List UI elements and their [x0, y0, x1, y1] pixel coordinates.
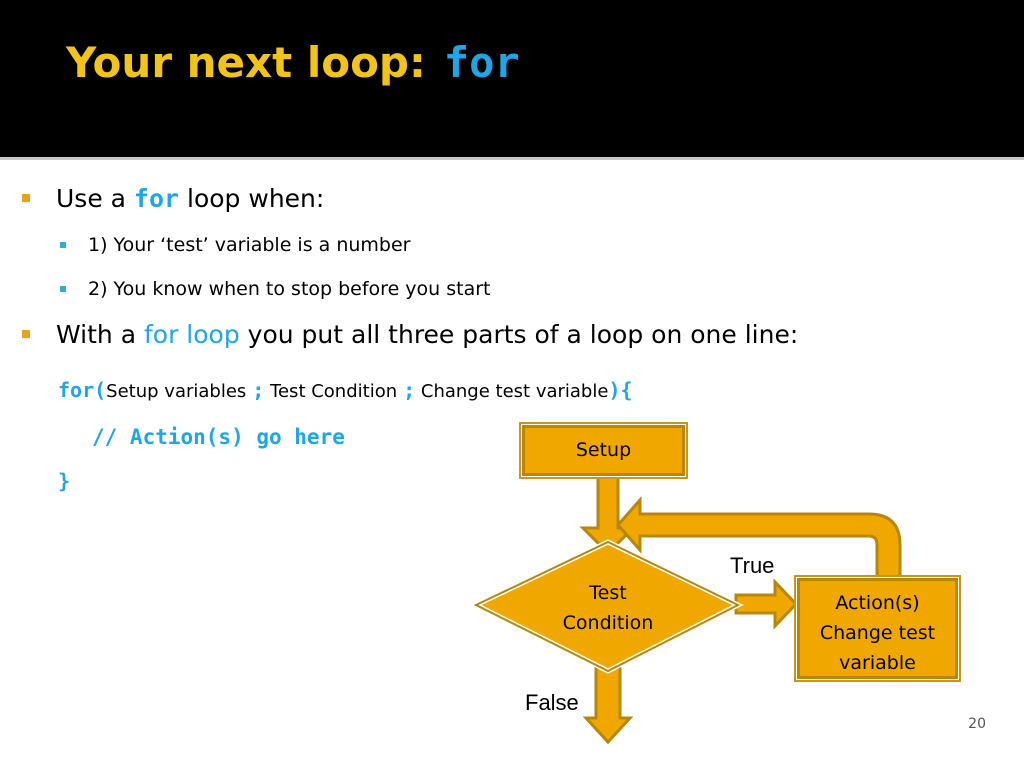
title-bar: Your next loop: for: [0, 0, 1024, 157]
bullet-keyword: for: [133, 184, 180, 213]
sub-bullet-text: 1) Your ‘test’ variable is a number: [88, 234, 411, 256]
code-semicolon: ;: [403, 378, 416, 402]
code-close-brace: }: [58, 469, 71, 493]
sub-bullet-text: 2) You know when to stop before you star…: [88, 278, 491, 300]
flow-condition-line: Condition: [562, 612, 654, 634]
code-line-close: }: [58, 471, 70, 491]
square-bullet-icon: [22, 330, 30, 338]
bullet-prefix: With a: [56, 320, 144, 349]
flow-action-line: Action(s): [835, 592, 920, 614]
flow-action-line: Change test: [819, 622, 936, 644]
code-condition-part: Test Condition: [264, 381, 398, 402]
arrow-loop-back: [616, 496, 902, 580]
bullet-with-for: With a for loop you put all three parts …: [22, 322, 798, 347]
code-change-part: Change test variable: [415, 381, 609, 402]
sub-bullet-number: 1) Your ‘test’ variable is a number: [60, 236, 411, 255]
square-bullet-icon: [60, 242, 66, 248]
flow-true-label: True: [730, 553, 775, 578]
bullet-prefix: Use a: [56, 184, 134, 213]
square-bullet-icon: [22, 194, 30, 202]
flow-action-line: variable: [839, 652, 916, 674]
flow-false-label: False: [525, 690, 579, 715]
code-line-action: // Action(s) go here: [92, 427, 345, 448]
square-bullet-icon: [60, 286, 66, 292]
code-for-keyword: for(: [58, 378, 107, 402]
flow-action-box: Action(s) Change test variable: [797, 578, 958, 679]
code-semicolon: ;: [252, 378, 265, 402]
arrow-condition-false: [582, 663, 634, 745]
flow-setup-box: Setup: [522, 425, 685, 476]
bullet-keyword: for loop: [143, 320, 240, 349]
flow-condition-line: Test: [589, 582, 627, 604]
code-open-brace: ){: [608, 378, 633, 402]
slide-title: Your next loop: for: [66, 38, 520, 88]
code-action-comment: // Action(s) go here: [92, 425, 345, 449]
flow-condition-text: Test Condition: [528, 578, 688, 638]
slide-title-code: for: [443, 38, 520, 87]
code-setup-part: Setup variables: [106, 381, 247, 402]
code-line-for: for(Setup variables; Test Condition; Cha…: [58, 380, 633, 401]
page-number: 20: [968, 716, 986, 732]
bullet-suffix: loop when:: [179, 184, 325, 213]
sub-bullet-stop: 2) You know when to stop before you star…: [60, 280, 491, 299]
arrow-setup-to-condition: [579, 474, 637, 556]
slide-title-text: Your next loop:: [66, 38, 426, 87]
flow-setup-label: Setup: [575, 439, 632, 461]
arrow-condition-true: [734, 578, 799, 630]
bullet-use-for: Use a for loop when:: [22, 186, 324, 211]
bullet-suffix: you put all three parts of a loop on one…: [239, 320, 799, 349]
title-divider: [0, 157, 1024, 160]
